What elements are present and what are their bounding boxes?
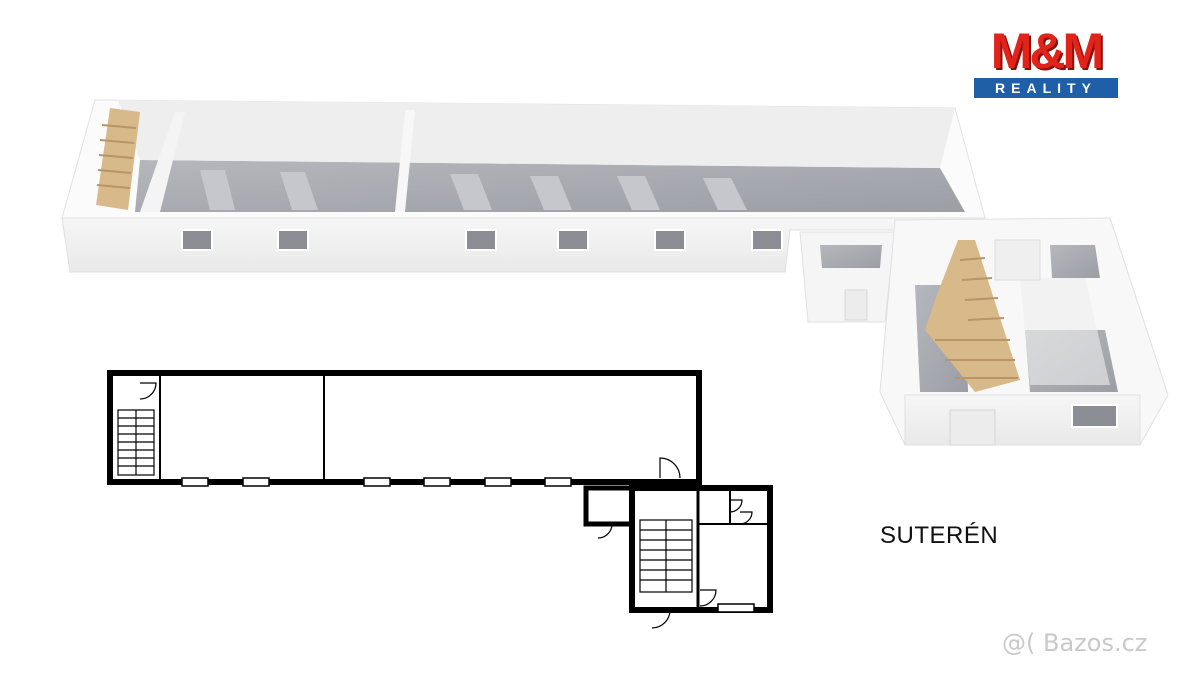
stairs-render-left <box>96 108 140 210</box>
plan-stairs-left <box>117 409 155 476</box>
brand-logo: M&M REALITY <box>972 23 1120 98</box>
floor-plan-2d <box>107 370 773 629</box>
logo-tagline: REALITY <box>974 78 1118 98</box>
render-3d-annex <box>799 217 1169 446</box>
floor-label: SUTERÉN <box>880 522 999 549</box>
logo-brand-text: M&M <box>990 23 1104 79</box>
render-3d-main-wing <box>61 99 987 273</box>
plan-stairs-right <box>639 519 693 593</box>
render-windows <box>181 229 783 251</box>
stairs-render-right <box>925 240 1020 392</box>
plan-windows <box>181 477 572 487</box>
watermark: @( Bazos.cz <box>1002 629 1148 657</box>
